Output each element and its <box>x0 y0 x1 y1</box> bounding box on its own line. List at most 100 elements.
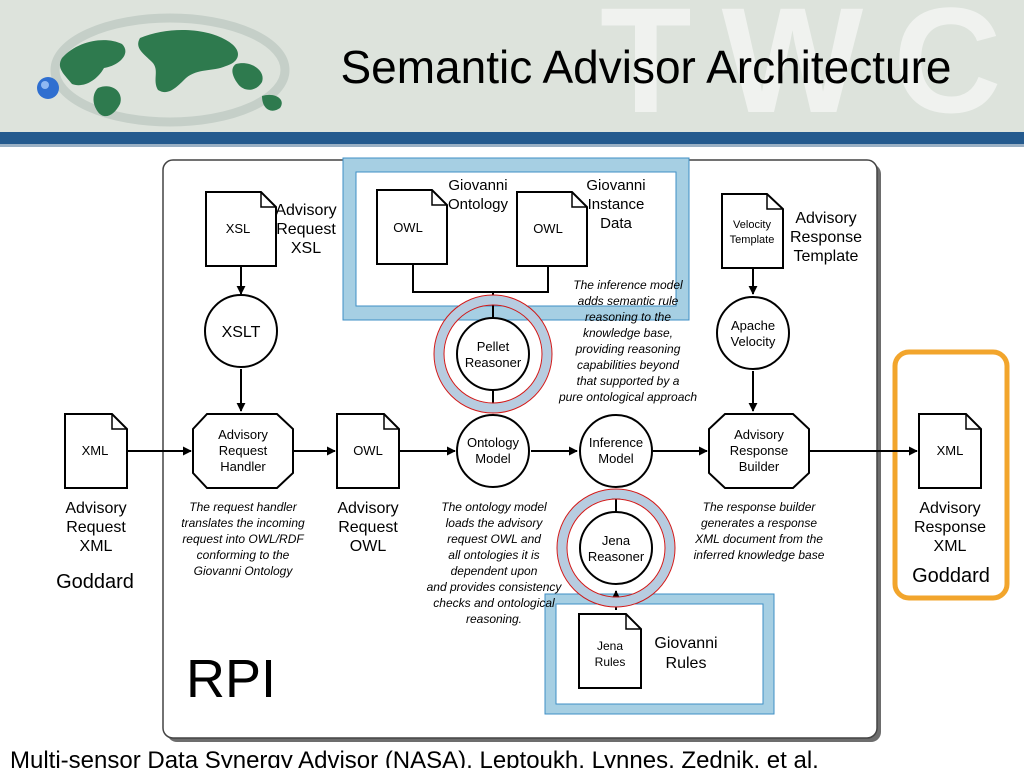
label-advisory-response-xml: Advisory Response XML <box>914 500 986 555</box>
note-handler-line-1: The request handler <box>189 500 297 514</box>
label-ontology-line-2: Ontology <box>448 196 509 213</box>
label-instance-line-2: Instance <box>588 196 645 213</box>
label-req-owl-line-2: Request <box>338 519 398 536</box>
doc-owl-instance-text: OWL <box>533 221 563 236</box>
note-ontology-line-2: loads the advisory <box>446 516 544 530</box>
note-request-handler: The request handler translates the incom… <box>181 500 305 578</box>
label-resp-xml-line-1: Advisory <box>919 500 980 517</box>
note-inference-line-1: The inference model <box>573 278 683 292</box>
note-handler-line-3: request into OWL/RDF <box>182 532 304 546</box>
note-ontology-line-6: and provides consistency <box>427 580 563 594</box>
node-ontology-text-1: Ontology <box>467 435 520 450</box>
note-inference-line-8: pure ontological approach <box>558 390 697 404</box>
doc-velocity-template: Velocity Template <box>721 193 784 269</box>
note-inference-line-4: knowledge base, <box>583 326 673 340</box>
node-pellet-text-1: Pellet <box>477 339 510 354</box>
node-inference-text-1: Inference <box>589 435 643 450</box>
label-req-xml-line-1: Advisory <box>65 500 126 517</box>
label-xsl-line-2: Request <box>276 221 336 238</box>
node-handler-text-2: Request <box>219 443 268 458</box>
doc-velocity-text-1: Velocity <box>733 219 771 231</box>
label-advisory-request-xsl: Advisory Request XSL <box>275 202 336 257</box>
note-handler-line-2: translates the incoming <box>181 516 305 530</box>
note-inference-line-7: that supported by a <box>577 374 680 388</box>
node-pellet-text-2: Reasoner <box>465 355 522 370</box>
node-handler-text-1: Advisory <box>218 427 268 442</box>
label-advisory-request-owl: Advisory Request OWL <box>337 500 398 555</box>
doc-jena-rules-text-1: Jena <box>597 639 623 653</box>
label-req-owl-line-3: OWL <box>350 538 387 555</box>
label-resp-xml-line-3: XML <box>934 538 967 555</box>
note-inference-model: The inference model adds semantic rule r… <box>558 278 697 404</box>
label-ontology-line-1: Giovanni <box>448 177 507 194</box>
node-request-handler: Advisory Request Handler <box>192 413 294 489</box>
page-title: Semantic Advisor Architecture <box>340 41 951 93</box>
doc-xml-out-text: XML <box>937 443 964 458</box>
label-resp-xml-line-2: Response <box>914 519 986 536</box>
note-ontology-line-7: checks and ontological <box>433 596 555 610</box>
header-rule <box>0 132 1024 144</box>
note-builder-line-4: inferred knowledge base <box>694 548 825 562</box>
doc-xml-in-text: XML <box>82 443 109 458</box>
header-rule-shadow <box>0 144 1024 147</box>
node-velocity-text-2: Velocity <box>731 334 776 349</box>
label-req-xml-line-3: XML <box>80 538 113 555</box>
node-xslt: XSLT <box>204 294 278 368</box>
label-rules-line-1: Giovanni <box>654 635 717 652</box>
label-xsl-line-1: Advisory <box>275 202 336 219</box>
watermark: TWC <box>600 0 1024 144</box>
label-template-line-3: Template <box>794 248 859 265</box>
note-ontology-line-1: The ontology model <box>441 500 547 514</box>
note-inference-line-2: adds semantic rule <box>578 294 679 308</box>
note-ontology-line-4: all ontologies it is <box>448 548 539 562</box>
node-jena-reasoner: Jena Reasoner <box>579 511 653 585</box>
goddard-label-left: Goddard <box>56 571 134 593</box>
label-template-line-1: Advisory <box>795 210 856 227</box>
node-pellet-reasoner: Pellet Reasoner <box>456 317 530 391</box>
node-apache-velocity: Apache Velocity <box>716 296 790 370</box>
label-req-owl-line-1: Advisory <box>337 500 398 517</box>
note-ontology-line-3: request OWL and <box>447 532 541 546</box>
label-rules-line-2: Rules <box>666 655 707 672</box>
connector-owl-pair <box>412 264 549 293</box>
doc-owl-request-text: OWL <box>353 443 383 458</box>
doc-xsl: XSL <box>205 191 277 267</box>
twc-globe-logo <box>37 13 290 127</box>
doc-owl-request: OWL <box>336 413 400 489</box>
note-inference-line-5: providing reasoning <box>575 342 681 356</box>
doc-owl-ontology: OWL <box>376 189 448 265</box>
label-req-xml-line-2: Request <box>66 519 126 536</box>
note-inference-line-3: reasoning to the <box>585 310 671 324</box>
doc-jena-rules: Jena Rules <box>578 613 642 689</box>
note-ontology-model: The ontology model loads the advisory re… <box>427 500 563 626</box>
node-builder-text-3: Builder <box>739 459 780 474</box>
label-giovanni-rules: Giovanni Rules <box>654 635 717 672</box>
label-giovanni-ontology: Giovanni Ontology <box>448 177 509 213</box>
node-velocity-text-1: Apache <box>731 318 775 333</box>
node-xslt-text: XSLT <box>222 324 261 341</box>
goddard-label-right: Goddard <box>912 565 990 587</box>
node-inference-model: Inference Model <box>579 414 653 488</box>
pellet-ring <box>433 294 553 414</box>
note-handler-line-5: Giovanni Ontology <box>194 564 294 578</box>
label-instance-line-1: Giovanni <box>586 177 645 194</box>
note-inference-line-6: capabilities beyond <box>577 358 679 372</box>
node-ontology-text-2: Model <box>475 451 511 466</box>
footer-citation: Multi-sensor Data Synergy Advisor (NASA)… <box>10 747 819 768</box>
label-xsl-line-3: XSL <box>291 240 321 257</box>
doc-velocity-text-2: Template <box>730 234 775 246</box>
doc-xsl-text: XSL <box>226 221 251 236</box>
doc-xml-in: XML <box>64 413 128 489</box>
doc-xml-out: XML <box>918 413 982 489</box>
label-giovanni-instance-data: Giovanni Instance Data <box>586 177 645 232</box>
doc-jena-rules-text-2: Rules <box>595 655 626 669</box>
node-jena-text-2: Reasoner <box>588 549 645 564</box>
node-builder-text-1: Advisory <box>734 427 784 442</box>
label-instance-line-3: Data <box>600 215 632 232</box>
label-advisory-response-template: Advisory Response Template <box>790 210 862 265</box>
node-ontology-model: Ontology Model <box>456 414 530 488</box>
note-ontology-line-5: dependent upon <box>451 564 538 578</box>
jena-ring <box>556 488 676 608</box>
doc-owl-ontology-text: OWL <box>393 220 423 235</box>
